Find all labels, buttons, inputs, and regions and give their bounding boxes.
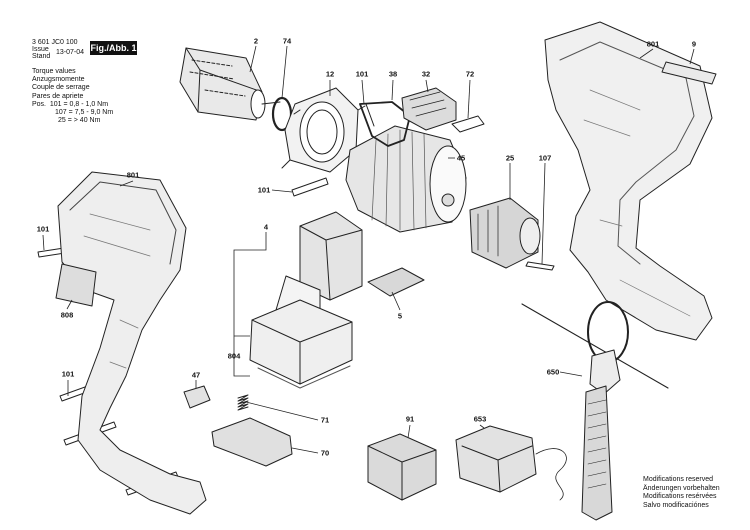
charger-part: [455, 425, 567, 501]
callout-808: 808: [60, 310, 74, 320]
auxiliary-handle-part: [521, 301, 669, 521]
switch-part: [367, 267, 425, 297]
battery-part: [367, 433, 437, 501]
modifications-notice: Modifications reserved Änderungen vorbeh…: [643, 476, 720, 510]
callout-4: 4: [263, 222, 269, 232]
callout-804: 804: [227, 351, 241, 361]
callout-32: 32: [421, 69, 431, 79]
callout-650: 650: [546, 367, 560, 377]
callout-47: 47: [191, 370, 201, 380]
callout-101-top: 101: [355, 69, 369, 79]
callout-801-right: 801: [646, 39, 660, 49]
motor-part: [179, 47, 281, 121]
document-number: 3 601 JC0 100: [32, 39, 78, 46]
gearbox-part: [345, 103, 467, 233]
callout-107: 107: [538, 153, 552, 163]
callout-74: 74: [282, 36, 292, 46]
notice-fr: Modifications resérvées: [643, 493, 717, 501]
callout-653: 653: [473, 414, 487, 424]
callout-45: 45: [456, 153, 466, 163]
callout-101-left: 101: [36, 224, 50, 234]
right-housing-part: [544, 21, 713, 341]
callout-9: 9: [691, 39, 697, 49]
spring-part: [237, 394, 249, 411]
torque-title-es: Pares de apriete: [32, 92, 84, 100]
notice-es: Salvo modificaciónes: [643, 501, 709, 509]
chuck-part: [469, 197, 541, 269]
stand-label: Stand: [32, 53, 51, 60]
notice-de: Änderungen vorbehalten: [643, 484, 720, 492]
callout-5: 5: [397, 311, 403, 321]
issue-label: Issue: [32, 46, 49, 53]
callout-72: 72: [465, 69, 475, 79]
callout-101-bottom: 101: [61, 369, 75, 379]
callout-101-gear: 101: [257, 185, 271, 195]
issue-date: 13-07-04: [56, 49, 85, 56]
callout-2: 2: [253, 36, 259, 46]
slide-switch-part: [401, 87, 457, 131]
brush-plate-part: [359, 101, 411, 147]
callout-71: 71: [320, 415, 330, 425]
electronics-assembly-part: [249, 211, 363, 389]
callout-91: 91: [405, 414, 415, 424]
type-label-part: [55, 263, 97, 307]
torque-row-107: 107 = 7,5 - 9,0 Nm: [55, 109, 114, 117]
figure-label: Fig./Abb. 1: [90, 41, 137, 55]
left-housing-part: [57, 171, 207, 515]
gear-housing-part: [281, 87, 359, 173]
notice-en: Modifications reserved: [643, 476, 714, 483]
torque-title-en: Torque values: [32, 68, 76, 75]
label-strip-part: [661, 61, 717, 85]
clip-part: [451, 115, 485, 133]
torque-row-25: 25 = > 40 Nm: [58, 117, 101, 125]
torque-title-de: Anzugsmomente: [32, 76, 85, 84]
callout-25: 25: [505, 153, 515, 163]
callout-70: 70: [320, 448, 330, 458]
battery-latch-part: [211, 417, 293, 467]
callout-801-left: 801: [126, 170, 140, 180]
callout-38: 38: [388, 69, 398, 79]
callout-12: 12: [325, 69, 335, 79]
torque-row-101: Pos. 101 = 0,8 - 1,0 Nm: [32, 100, 109, 108]
torque-title-fr: Couple de serrage: [32, 84, 90, 92]
small-block-part: [183, 385, 211, 409]
